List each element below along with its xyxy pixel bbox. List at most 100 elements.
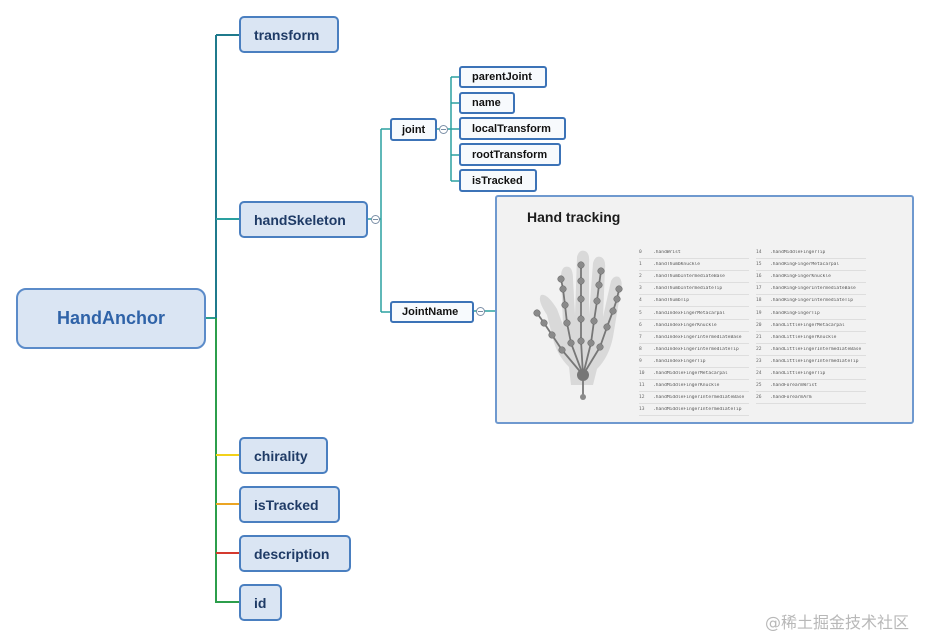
joint-index: 23 bbox=[756, 358, 762, 364]
joint-list-row: 1.handThumbKnuckle bbox=[639, 259, 749, 272]
joint-index: 13 bbox=[639, 407, 645, 413]
joint-dot bbox=[613, 295, 621, 303]
joint-list-row: 22.handLittleFingerIntermediateBase bbox=[756, 344, 866, 356]
joint-index: 5 bbox=[639, 310, 642, 316]
joint-dot bbox=[561, 301, 569, 309]
joint-index: 25 bbox=[756, 383, 762, 389]
joint-list-row: 24.handLittleFingerTip bbox=[756, 368, 866, 381]
node-id[interactable]: id bbox=[239, 584, 282, 621]
joint-dot bbox=[596, 343, 604, 351]
node-name[interactable]: name bbox=[459, 92, 515, 114]
node-joint[interactable]: joint bbox=[390, 118, 437, 141]
forearm-dot bbox=[580, 394, 586, 400]
joint-list-row: 3 .handThumbIntermediateTip bbox=[639, 283, 749, 296]
node-jointname[interactable]: JointName bbox=[390, 301, 474, 323]
wrist-dot bbox=[577, 369, 589, 381]
collapse-toggle-handskeleton[interactable] bbox=[371, 215, 380, 224]
joint-list-row: 8.handIndexFingerIntermediateTip bbox=[639, 344, 749, 356]
joint-name: .handThumbIntermediateBase bbox=[653, 274, 725, 280]
joint-index: 14 bbox=[756, 250, 762, 256]
joint-list-row: 6 .handIndexFingerKnuckle bbox=[639, 320, 749, 332]
node-localtransform[interactable]: localTransform bbox=[459, 117, 566, 140]
joint-name: .handIndexFingerIntermediateTip bbox=[653, 346, 739, 352]
joint-dot bbox=[603, 323, 611, 331]
joint-index: 20 bbox=[756, 322, 762, 328]
joint-list-row: 0.handWrist bbox=[639, 247, 749, 260]
node-istracked[interactable]: isTracked bbox=[239, 486, 340, 523]
joint-dot bbox=[559, 285, 567, 293]
joint-name: .handThumbIntermediateTip bbox=[653, 286, 723, 292]
joint-index: 21 bbox=[756, 334, 762, 340]
joint-list-row: 11.handMiddleFingerKnuckle bbox=[639, 380, 749, 393]
joint-dot bbox=[577, 295, 585, 303]
joint-name: .handMiddleFingerMetacarpal bbox=[653, 370, 728, 376]
joint-index: 11 bbox=[639, 383, 645, 389]
watermark: @稀土掘金技术社区 bbox=[765, 613, 910, 632]
node-handskeleton[interactable]: handSkeleton bbox=[239, 201, 368, 238]
joint-list-row: 19.handRingFingerTip bbox=[756, 307, 866, 320]
joint-name: .handMiddleFingerTip bbox=[770, 250, 826, 256]
joint-dot bbox=[609, 307, 617, 315]
joint-name: .handIndexFingerKnuckle bbox=[653, 322, 717, 328]
joint-name: .handRingFingerKnuckle bbox=[770, 274, 831, 280]
joint-list-right: 14 .handMiddleFingerTip 15.handRingFingerM… bbox=[756, 247, 866, 405]
joint-list-row: 9.handIndexFingerTip bbox=[639, 356, 749, 368]
joint-name: .handWrist bbox=[653, 250, 681, 256]
joint-index: 16 bbox=[756, 274, 762, 280]
joint-index: 17 bbox=[756, 286, 762, 292]
joint-list-row: 5 .handIndexFingerMetacarpal bbox=[639, 307, 749, 320]
joint-dot bbox=[587, 339, 595, 347]
joint-index: 6 bbox=[639, 322, 642, 328]
joint-list-row: 4 .handThumbTip bbox=[639, 295, 749, 308]
joint-name: .handLittleFingerIntermediateTip bbox=[770, 358, 859, 364]
joint-name: .handLittleFingerTip bbox=[770, 370, 826, 376]
joint-name: .handThumbKnuckle bbox=[653, 262, 701, 268]
joint-name: .handIndexFingerTip bbox=[653, 358, 706, 364]
joint-dot bbox=[577, 277, 585, 285]
joint-name: .handForearmWrist bbox=[770, 383, 818, 389]
joint-name: .handRingFingerMetacarpal bbox=[770, 262, 840, 268]
node-transform[interactable]: transform bbox=[239, 16, 339, 53]
joint-dot bbox=[557, 275, 565, 283]
joint-dot bbox=[558, 346, 566, 354]
joint-name: .handRingFingerIntermediateTip bbox=[770, 298, 853, 304]
collapse-toggle-jointname[interactable] bbox=[476, 307, 485, 316]
joint-list-row: 7.handIndexFingerIntermediateBase bbox=[639, 332, 749, 344]
node-istracked-joint[interactable]: isTracked bbox=[459, 169, 537, 192]
joint-index: 4 bbox=[639, 298, 642, 304]
joint-index: 7 bbox=[639, 334, 642, 340]
joint-list-row: 12.handMiddleFingerIntermediateBase bbox=[639, 392, 749, 405]
joint-name: .handIndexFingerMetacarpal bbox=[653, 310, 725, 316]
joint-list-row: 17.handRingFingerIntermediateBase bbox=[756, 283, 866, 296]
joint-dot bbox=[540, 319, 548, 327]
root-node-handanchor[interactable]: HandAnchor bbox=[16, 288, 206, 349]
joint-list-row: 14 .handMiddleFingerTip bbox=[756, 247, 866, 260]
node-description[interactable]: description bbox=[239, 535, 351, 572]
joint-list-row: 15.handRingFingerMetacarpal bbox=[756, 259, 866, 272]
joint-index: 18 bbox=[756, 298, 762, 304]
joint-list-row: 18 .handRingFingerIntermediateTip bbox=[756, 295, 866, 308]
node-roottransform[interactable]: rootTransform bbox=[459, 143, 561, 166]
joint-name: .handRingFingerTip bbox=[770, 310, 820, 316]
node-parentjoint[interactable]: parentJoint bbox=[459, 66, 547, 88]
joint-dot bbox=[563, 319, 571, 327]
joint-list-row: 25 .handForearmWrist bbox=[756, 380, 866, 393]
joint-name: .handThumbTip bbox=[653, 298, 689, 304]
node-chirality[interactable]: chirality bbox=[239, 437, 328, 474]
joint-index: 26 bbox=[756, 395, 762, 401]
joint-dot bbox=[577, 261, 585, 269]
joint-dot bbox=[577, 337, 585, 345]
joint-list-row: 23 .handLittleFingerIntermediateTip bbox=[756, 356, 866, 368]
joint-list-row: 13.handMiddleFingerIntermediateTip bbox=[639, 404, 749, 417]
collapse-toggle-joint[interactable] bbox=[439, 125, 448, 134]
joint-dot bbox=[567, 339, 575, 347]
joint-list-row: 2.handThumbIntermediateBase bbox=[639, 271, 749, 284]
joint-name: .handLittleFingerKnuckle bbox=[770, 334, 837, 340]
joint-index: 22 bbox=[756, 346, 762, 352]
joint-name: .handForearmArm bbox=[770, 395, 812, 401]
joint-index: 3 bbox=[639, 286, 642, 292]
